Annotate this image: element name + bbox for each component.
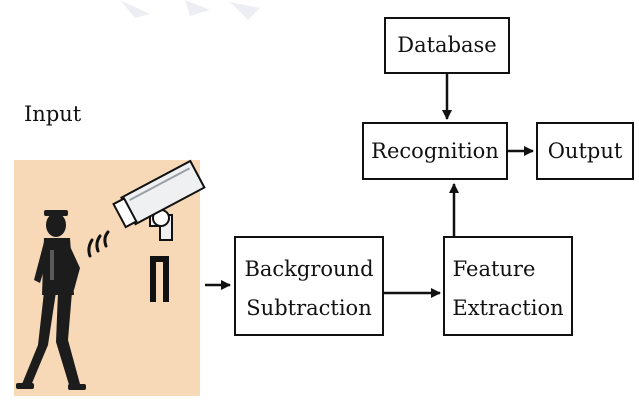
walking-person-icon (16, 210, 86, 390)
background-subtraction-line2: Subtraction (246, 296, 371, 320)
surveillance-camera-icon (112, 159, 206, 241)
box-database: Database (384, 17, 510, 74)
recognition-label: Recognition (371, 139, 499, 163)
box-feature-extraction: Feature Extraction (443, 236, 573, 336)
signal-waves-icon (87, 230, 110, 258)
input-heading: Input (24, 102, 82, 126)
watermark-shapes (120, 0, 260, 20)
arrows (205, 73, 534, 298)
box-recognition: Recognition (362, 122, 508, 180)
output-label: Output (548, 139, 623, 163)
box-output: Output (536, 122, 634, 180)
database-label: Database (397, 33, 496, 57)
feature-extraction-line1: Feature (453, 257, 536, 281)
gait-bars-icon (150, 256, 169, 302)
background-subtraction-line1: Background (244, 257, 373, 281)
input-panel (14, 159, 206, 396)
box-background-subtraction: Background Subtraction (234, 236, 384, 336)
feature-extraction-line2: Extraction (452, 296, 563, 320)
